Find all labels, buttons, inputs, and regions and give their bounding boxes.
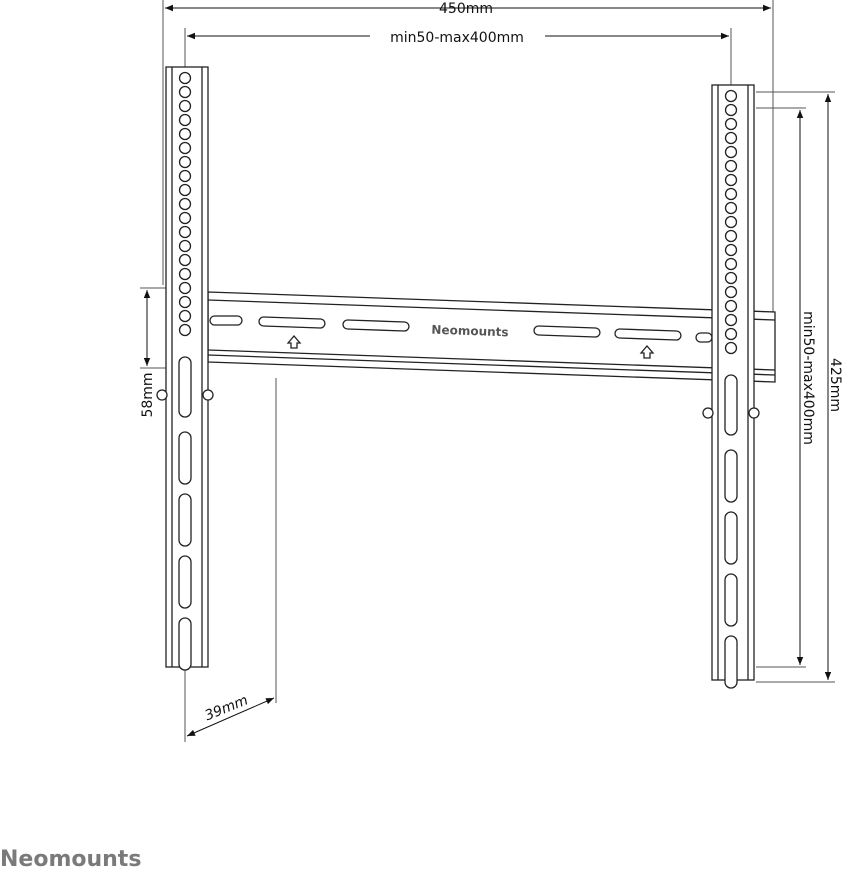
- label-rail-adjust: 58mm: [140, 372, 156, 417]
- left-rail-hole: [178, 211, 192, 225]
- right-rail-slot: [724, 511, 738, 565]
- left-rail-hole: [178, 309, 192, 323]
- left-rail-slot: [178, 617, 192, 671]
- left-rail-slot: [178, 356, 192, 418]
- right-rail-hole: [724, 201, 738, 215]
- left-rail-hole: [178, 225, 192, 239]
- left-rail-slot: [178, 555, 192, 609]
- dimension-overall-width: [162, 0, 774, 335]
- left-rail-bolt: [202, 389, 214, 401]
- left-rail-hole: [178, 295, 192, 309]
- right-rail-hole: [724, 215, 738, 229]
- left-rail-hole: [178, 127, 192, 141]
- right-rail-slot: [724, 449, 738, 503]
- brand-logo: Neomounts: [0, 847, 141, 869]
- right-rail-hole: [724, 313, 738, 327]
- right-rail-hole: [724, 103, 738, 117]
- left-rail-hole: [178, 281, 192, 295]
- right-rail-hole: [724, 271, 738, 285]
- right-rail-hole: [724, 257, 738, 271]
- dimension-wall-distance: [184, 378, 277, 742]
- arrow-up-icon: [639, 345, 655, 359]
- vertical-rails: [156, 66, 760, 689]
- left-rail-slot: [178, 431, 192, 485]
- left-rail-hole: [178, 71, 192, 85]
- left-rail-hole: [178, 141, 192, 155]
- left-rail-hole: [178, 99, 192, 113]
- left-rail-hole: [178, 85, 192, 99]
- crossbar-brand-label: Neomounts: [431, 323, 509, 340]
- label-overall-width: 450mm: [439, 1, 493, 17]
- right-rail-hole: [724, 299, 738, 313]
- label-vesa-vertical: min50-max400mm: [800, 311, 816, 445]
- right-rail-hole: [724, 243, 738, 257]
- right-rail-hole: [724, 159, 738, 173]
- left-rail-hole: [178, 239, 192, 253]
- left-rail-hole: [178, 253, 192, 267]
- label-overall-height: 425mm: [827, 358, 843, 412]
- right-rail-hole: [724, 341, 738, 355]
- right-rail-hole: [724, 145, 738, 159]
- left-rail-hole: [178, 113, 192, 127]
- right-rail-hole: [724, 229, 738, 243]
- left-rail-hole: [178, 169, 192, 183]
- right-rail-slot: [724, 374, 738, 436]
- left-rail-hole: [178, 155, 192, 169]
- right-rail-hole: [724, 285, 738, 299]
- left-rail-hole: [178, 323, 192, 337]
- arrow-up-icon: [286, 335, 302, 349]
- right-rail-hole: [724, 89, 738, 103]
- wall-crossbar: [207, 291, 776, 383]
- dimension-rail-adjust: [140, 287, 166, 369]
- label-vesa-horizontal: min50-max400mm: [390, 30, 524, 46]
- left-rail-bolt: [156, 389, 168, 401]
- label-wall-distance: 39mm: [203, 692, 251, 724]
- right-rail-hole: [724, 131, 738, 145]
- right-rail-bolt: [748, 407, 760, 419]
- right-rail-hole: [724, 327, 738, 341]
- right-rail-hole: [724, 173, 738, 187]
- left-rail-hole: [178, 267, 192, 281]
- right-rail-hole: [724, 117, 738, 131]
- left-rail-hole: [178, 197, 192, 211]
- left-rail-hole: [178, 183, 192, 197]
- dimension-overall-height: [756, 91, 835, 683]
- right-rail-bolt: [702, 407, 714, 419]
- right-rail-hole: [724, 187, 738, 201]
- right-rail-slot: [724, 635, 738, 689]
- right-rail-slot: [724, 573, 738, 627]
- left-rail-slot: [178, 493, 192, 547]
